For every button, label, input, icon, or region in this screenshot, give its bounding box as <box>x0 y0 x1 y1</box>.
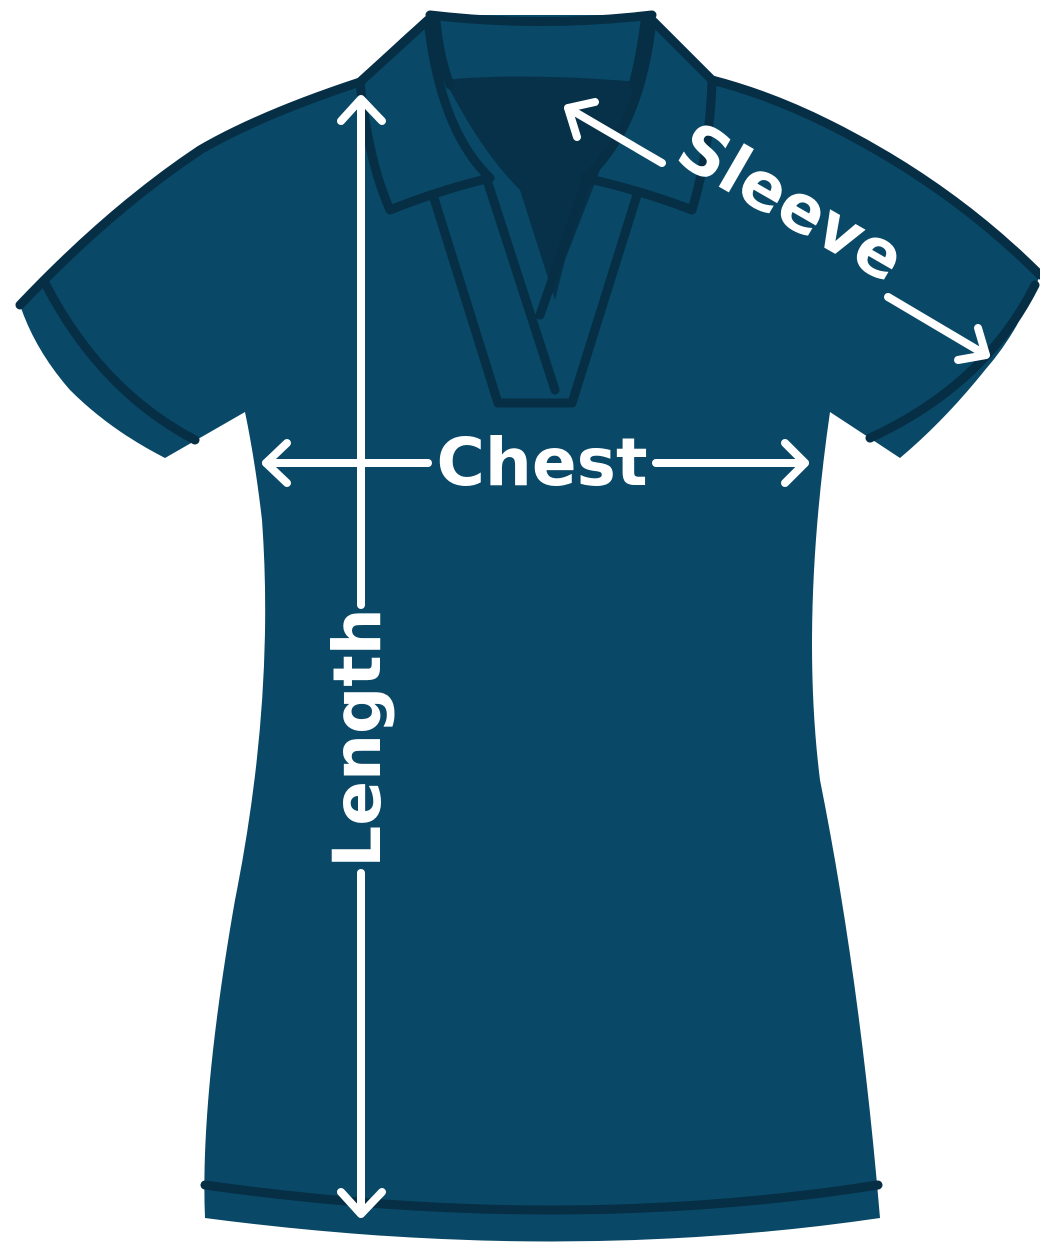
length-label: Length <box>319 608 396 868</box>
chest-label: Chest <box>436 424 647 501</box>
